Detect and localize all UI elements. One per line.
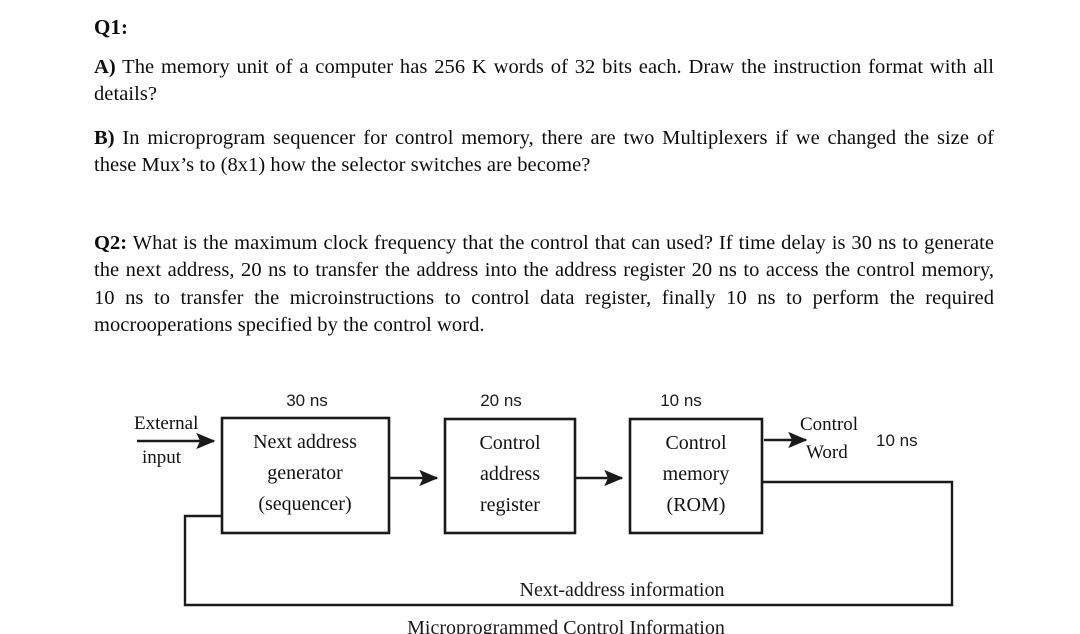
paragraph-spacer xyxy=(94,196,994,230)
block-3-label-line2: memory xyxy=(663,463,730,485)
block-next-address-generator xyxy=(220,416,391,535)
feedback-label-backdrop xyxy=(494,575,750,599)
control-word-label-line2: Word xyxy=(806,442,848,463)
block-timing-label-1: 30 ns xyxy=(286,391,328,410)
block-timing-label-2: 20 ns xyxy=(480,391,522,410)
block-3-label-line3: (ROM) xyxy=(667,494,726,516)
block-2-label-line3: register xyxy=(480,494,540,516)
block-1-label-line1: Next address xyxy=(253,431,357,453)
q1-part-a-marker: A) xyxy=(94,56,116,79)
q2-text: What is the maximum clock frequency that… xyxy=(94,232,994,336)
control-word-timing-label: 10 ns xyxy=(876,431,918,450)
q1-part-a-text: The memory unit of a computer has 256 K … xyxy=(94,56,994,106)
q1-part-b-marker: B) xyxy=(94,127,115,150)
block-control-address-register xyxy=(443,417,577,535)
block-1-label-line3: (sequencer) xyxy=(258,493,351,515)
block-2-label-line2: address xyxy=(480,463,540,485)
external-input-label-line2: input xyxy=(142,447,182,468)
question-text-column: Q1: A) The memory unit of a computer has… xyxy=(94,14,994,339)
external-input-label-line1: External xyxy=(134,413,198,434)
q1-part-b-text: In microprogram sequencer for control me… xyxy=(94,127,994,177)
q2-paragraph: Q2: What is the maximum clock frequency … xyxy=(94,230,994,338)
block-2-label-line1: Control xyxy=(479,432,541,454)
block-1-label-line2: generator xyxy=(267,462,343,484)
block-3-label-line1: Control xyxy=(665,432,727,454)
q2-marker: Q2: xyxy=(94,232,128,255)
next-address-information-label: Next-address information xyxy=(520,579,725,601)
next-address-feedback-path xyxy=(183,480,954,607)
block-control-memory-rom xyxy=(628,417,764,535)
control-word-label-line1: Control xyxy=(800,414,858,435)
q1-part-a-paragraph: A) The memory unit of a computer has 256… xyxy=(94,54,994,108)
block-timing-label-3: 10 ns xyxy=(660,391,702,410)
q1-heading: Q1: xyxy=(94,15,129,39)
q1-part-b-paragraph: B) In microprogram sequencer for control… xyxy=(94,125,994,179)
diagram-caption: Microprogrammed Control Information xyxy=(407,617,725,634)
